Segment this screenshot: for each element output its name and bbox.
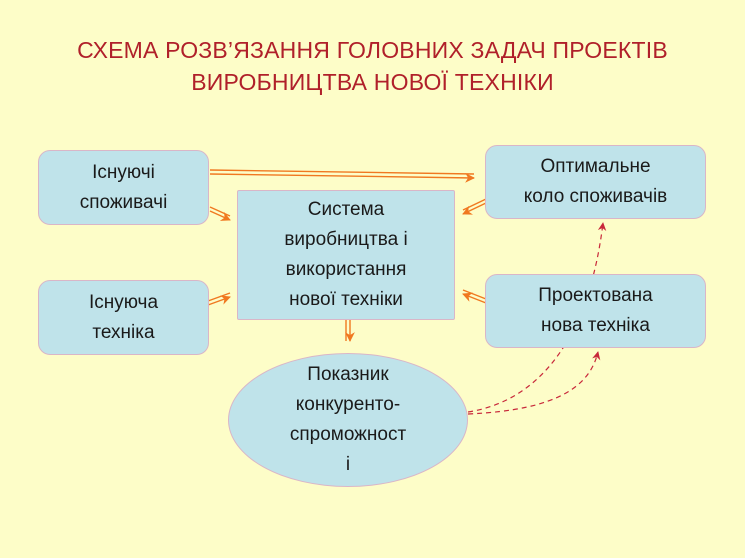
title-line-1: СХЕМА РОЗВ’ЯЗАННЯ ГОЛОВНИХ ЗАДАЧ ПРОЕКТІ…: [77, 37, 668, 63]
node-existing-consumers: Існуючі споживачі: [38, 150, 209, 225]
node-system: Система виробництва і використання нової…: [237, 190, 455, 320]
dashed-arrow-indicator-to-optimal: [467, 222, 607, 413]
node-text: і: [345, 454, 351, 475]
node-text: Показник: [307, 364, 389, 385]
arrow-optimal-to-system: [462, 198, 487, 215]
node-text: Проектована: [538, 285, 653, 306]
node-text: Оптимальне: [540, 156, 651, 177]
arrow-consumers-to-optimal: [209, 169, 475, 183]
node-text: Існуючі: [92, 161, 155, 183]
node-text: конкуренто-: [295, 394, 401, 415]
arrow-consumers-to-system: [209, 206, 231, 221]
node-text: Система: [307, 199, 385, 220]
arrow-projected-to-system: [462, 289, 487, 304]
dashed-arrow-indicator-to-projected: [467, 351, 601, 415]
arrow-system-to-indicator: [345, 320, 355, 342]
node-text: виробництва і: [284, 229, 408, 250]
node-text: спроможност: [289, 424, 407, 445]
node-projected-technology: Проектована нова техніка: [485, 274, 706, 348]
node-text: споживачі: [79, 191, 168, 213]
diagram-title: СХЕМА РОЗВ’ЯЗАННЯ ГОЛОВНИХ ЗАДАЧ ПРОЕКТІ…: [0, 34, 745, 98]
node-text: техніка: [92, 321, 155, 343]
arrow-technology-to-system: [207, 292, 231, 306]
node-text: Існуюча: [88, 291, 159, 313]
node-optimal-consumers: Оптимальне коло споживачів: [485, 145, 706, 219]
title-line-2: ВИРОБНИЦТВА НОВОЇ ТЕХНІКИ: [191, 69, 554, 95]
node-text: використання: [285, 259, 407, 280]
node-existing-technology: Існуюча техніка: [38, 280, 209, 355]
node-text: нова техніка: [541, 315, 650, 336]
node-text: нової техніки: [289, 289, 403, 310]
node-text: коло споживачів: [523, 186, 668, 207]
node-competitiveness-indicator: Показник конкуренто- спроможност і: [228, 353, 468, 487]
